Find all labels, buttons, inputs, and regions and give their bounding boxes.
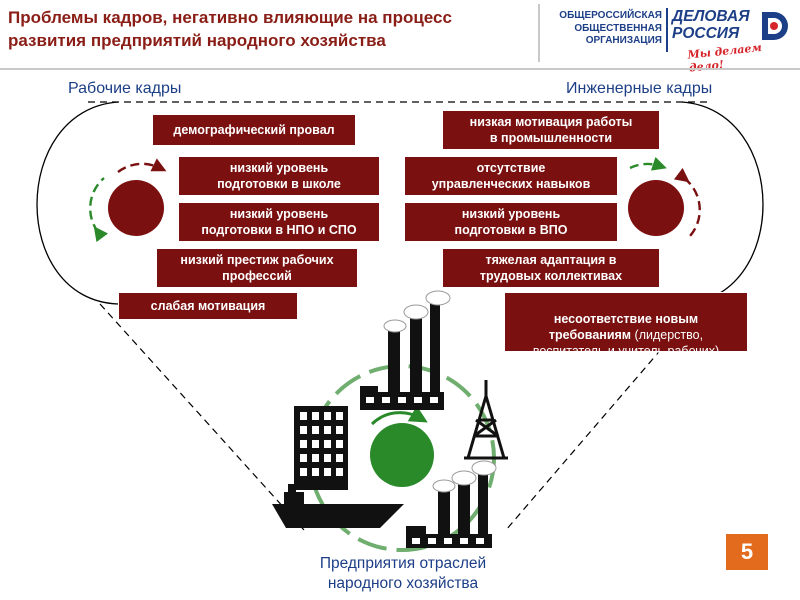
enterprise-caption: Предприятия отраслей народного хозяйства <box>319 555 487 592</box>
logo-org-text: ОБЩЕРОССИЙСКАЯ ОБЩЕСТВЕННАЯ ОРГАНИЗАЦИЯ <box>544 10 662 48</box>
problem-box-right-1: низкая мотивация работы в промышленности <box>442 110 660 150</box>
dashed-funnel-left <box>99 303 305 531</box>
oil-rig-icon <box>464 380 508 460</box>
problem-box-right-3: низкий уровень подготовки в ВПО <box>404 202 618 242</box>
left-cycle-circle <box>108 180 164 236</box>
problem-box-right-4: тяжелая адаптация в трудовых коллективах <box>442 248 660 288</box>
section-heading-engineers: Инженерные кадры <box>566 80 713 97</box>
right-loop-curve <box>681 101 764 305</box>
factory-bottom-icon <box>406 460 497 548</box>
slide-title: Проблемы кадров, негативно влияющие на п… <box>8 8 452 50</box>
logo-org-line-3: ОРГАНИЗАЦИЯ <box>585 35 662 46</box>
section-heading-workers: Рабочие кадры <box>68 80 182 97</box>
problem-box-right-5-normal: (лидерство, воспитатель и учитель рабочи… <box>532 328 720 358</box>
logo-org-line-1: ОБЩЕРОССИЙСКАЯ <box>559 10 662 21</box>
right-cycle-arrow-red <box>673 167 701 237</box>
delovaya-rossiya-logo: ОБЩЕРОССИЙСКАЯ ОБЩЕСТВЕННАЯ ОРГАНИЗАЦИЯ … <box>544 6 796 75</box>
problem-box-left-1: демографический провал <box>152 114 356 146</box>
factory-top-icon <box>360 290 451 410</box>
enterprise-cycle-center <box>370 423 434 487</box>
problem-box-right-5-bold: несоответствие новым требованиям <box>548 312 699 342</box>
header-rule <box>0 68 800 70</box>
enterprise-cycle-arrow <box>370 405 428 426</box>
left-cycle-arrow-green <box>88 177 109 243</box>
logo-name-line-2: РОССИЯ <box>672 25 740 42</box>
problem-box-left-4: низкий престиж рабочих профессий <box>156 248 358 288</box>
header-divider <box>538 4 540 62</box>
office-building-icon <box>294 406 348 490</box>
right-cycle-circle <box>628 180 684 236</box>
problem-box-right-5: несоответствие новым требованиям (лидерс… <box>504 292 748 358</box>
problem-box-right-2: отсутствие управленческих навыков <box>404 156 618 196</box>
logo-name-line-1: ДЕЛОВАЯ <box>672 8 750 25</box>
problem-box-left-5: слабая мотивация <box>118 292 298 320</box>
right-cycle-arrow-green <box>629 156 667 171</box>
logo-name: ДЕЛОВАЯ РОССИЯ <box>672 8 750 42</box>
page-number-badge: 5 <box>726 534 768 570</box>
left-cycle-arrow-red <box>117 158 167 173</box>
logo-divider <box>666 8 668 52</box>
problem-box-left-2: низкий уровень подготовки в школе <box>178 156 380 196</box>
logo-d-icon <box>762 12 788 40</box>
logo-org-line-2: ОБЩЕСТВЕННАЯ <box>574 22 662 34</box>
ship-icon <box>272 484 404 528</box>
left-loop-curve <box>36 101 119 305</box>
problem-box-left-3: низкий уровень подготовки в НПО и СПО <box>178 202 380 242</box>
